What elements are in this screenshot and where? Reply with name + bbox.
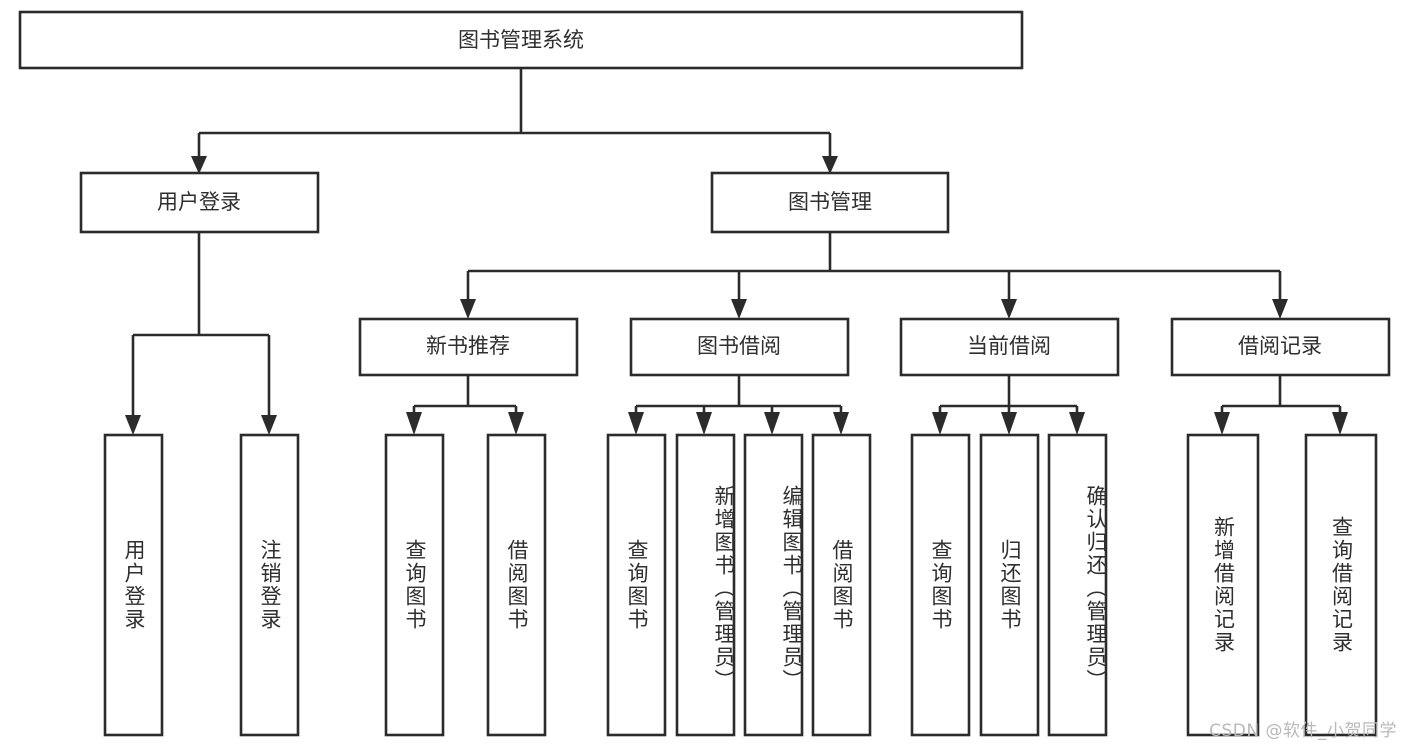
arrow-head-to-current-borrow xyxy=(1001,299,1017,319)
arrow-head-leaf-book-borrow-2 xyxy=(764,412,780,435)
arrow-head-leaf-book-borrow-0 xyxy=(628,412,644,435)
node-root-box xyxy=(18,10,1024,70)
arrow-head-to-book-manage xyxy=(822,156,838,174)
arrow-head-leaf-user-login-0 xyxy=(125,415,141,435)
arrow-head-leaf-book-borrow-1 xyxy=(696,412,712,435)
arrow-head-to-user-login xyxy=(191,156,207,174)
node-new-book-box xyxy=(358,317,579,377)
leaf-box-current-borrow-2[interactable] xyxy=(1047,433,1108,737)
leaf-box-current-borrow-0[interactable] xyxy=(910,433,971,737)
connector-book-borrow-to-leaves xyxy=(628,375,849,435)
arrow-head-leaf-current-borrow-0 xyxy=(932,412,948,435)
leaf-box-book-borrow-1[interactable] xyxy=(675,433,736,737)
node-user-login[interactable]: 用户登录 xyxy=(79,171,320,234)
node-current-borrow-box xyxy=(899,317,1120,377)
connector-user-login-to-leaves xyxy=(125,232,277,435)
leaf-box-user-login-1[interactable] xyxy=(239,433,300,737)
node-book-manage[interactable]: 图书管理 xyxy=(710,171,950,234)
node-root-label: 图书管理系统 xyxy=(458,28,584,52)
arrow-head-to-new-book xyxy=(460,299,476,319)
node-borrow-record-label: 借阅记录 xyxy=(1238,334,1322,358)
leaf-box-borrow-record-0[interactable] xyxy=(1186,433,1260,737)
connector-new-book-to-leaves xyxy=(406,375,524,435)
arrow-head-leaf-current-borrow-1 xyxy=(1001,412,1017,435)
leaf-box-book-borrow-0[interactable] xyxy=(606,433,667,737)
leaf-box-book-borrow-2[interactable] xyxy=(743,433,804,737)
arrow-head-to-book-borrow xyxy=(731,299,747,319)
node-current-borrow[interactable]: 当前借阅 xyxy=(899,317,1120,377)
node-book-borrow-label: 图书借阅 xyxy=(697,334,781,358)
connector-root-to-level2 xyxy=(191,68,838,174)
leaf-box-new-book-0[interactable] xyxy=(384,433,445,737)
leaf-box-borrow-record-1[interactable] xyxy=(1304,433,1378,737)
node-book-borrow-box xyxy=(629,317,850,377)
csdn-watermark: CSDN @软件_小贺同学 xyxy=(1209,721,1397,741)
node-book-manage-label: 图书管理 xyxy=(788,190,872,214)
leaf-box-user-login-0[interactable] xyxy=(103,433,164,737)
leaf-box-current-borrow-1[interactable] xyxy=(979,433,1040,737)
arrow-head-leaf-user-login-1 xyxy=(261,415,277,435)
node-current-borrow-label: 当前借阅 xyxy=(967,334,1051,358)
arrow-head-leaf-borrow-record-1 xyxy=(1332,412,1348,435)
node-borrow-record[interactable]: 借阅记录 xyxy=(1170,317,1391,377)
node-book-manage-box xyxy=(710,171,950,234)
connector-book-manage-to-level3 xyxy=(460,232,1288,319)
node-root[interactable]: 图书管理系统 xyxy=(18,10,1024,70)
arrow-head-to-borrow-record xyxy=(1272,299,1288,319)
arrow-head-leaf-new-book-0 xyxy=(406,412,422,435)
connector-current-borrow-to-leaves xyxy=(932,375,1085,435)
node-new-book-label: 新书推荐 xyxy=(426,334,510,358)
arrow-head-leaf-current-borrow-2 xyxy=(1069,412,1085,435)
connector-borrow-record-to-leaves xyxy=(1214,375,1348,435)
node-book-borrow[interactable]: 图书借阅 xyxy=(629,317,850,377)
node-borrow-record-box xyxy=(1170,317,1391,377)
arrow-head-leaf-borrow-record-0 xyxy=(1214,412,1230,435)
arrow-head-leaf-new-book-1 xyxy=(508,412,524,435)
node-new-book[interactable]: 新书推荐 xyxy=(358,317,579,377)
arrow-head-leaf-book-borrow-3 xyxy=(833,412,849,435)
node-user-login-label: 用户登录 xyxy=(157,190,241,214)
leaf-box-book-borrow-3[interactable] xyxy=(811,433,872,737)
leaf-box-new-book-1[interactable] xyxy=(486,433,547,737)
